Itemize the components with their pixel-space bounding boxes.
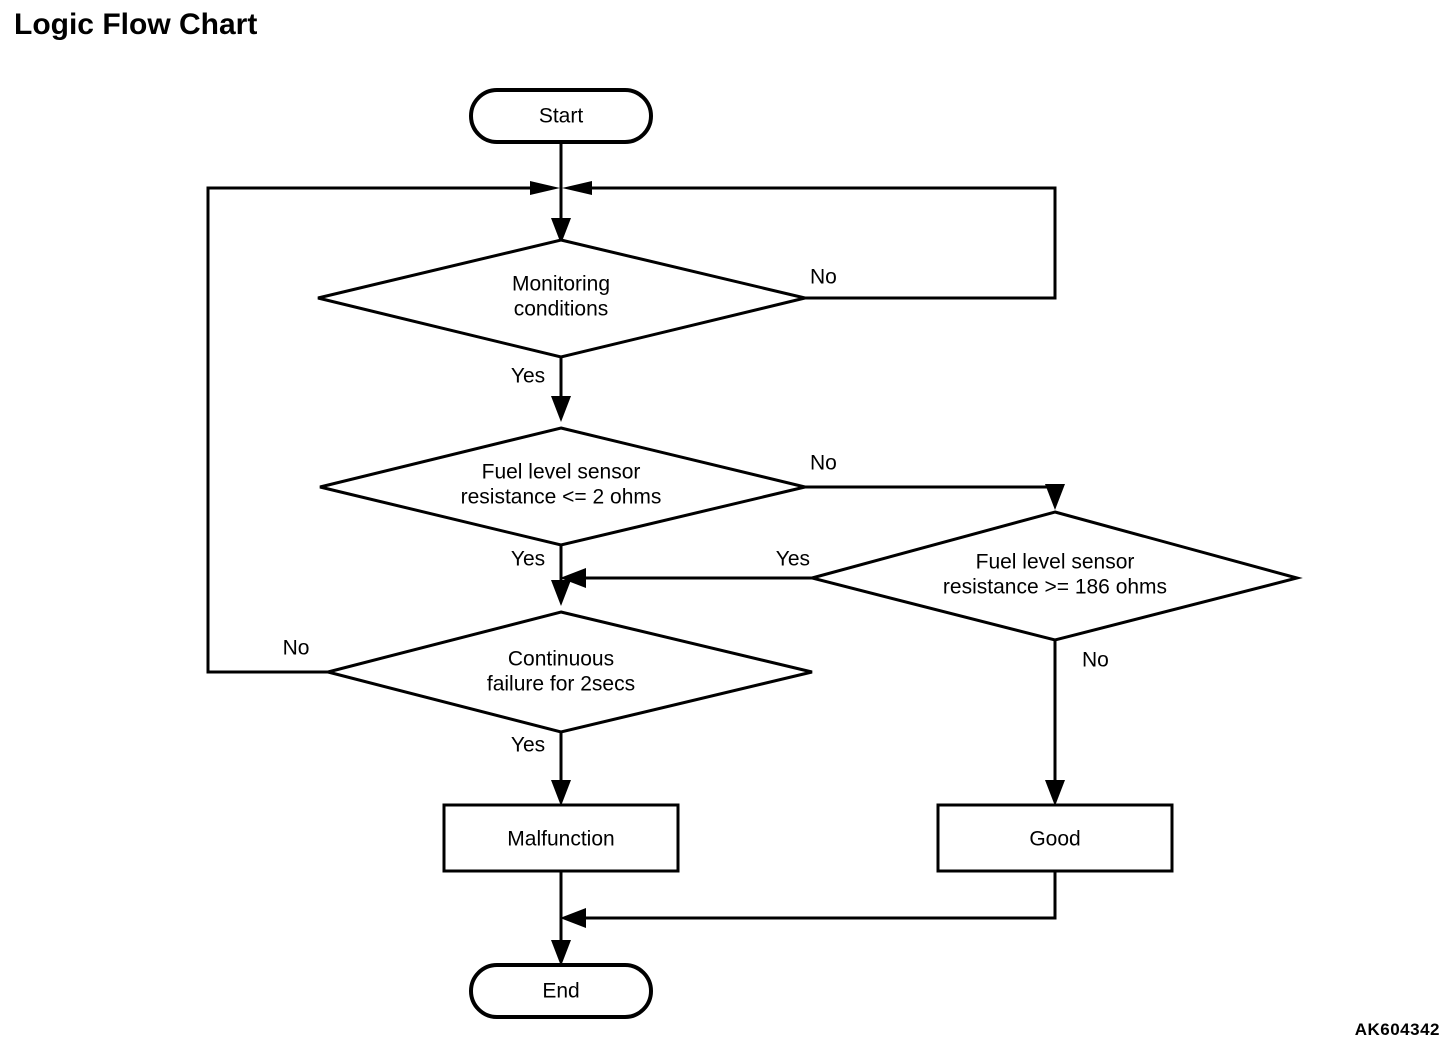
node-continuous-label-line2: failure for 2secs [487, 673, 635, 696]
node-end-label: End [542, 980, 579, 1003]
node-start[interactable] [469, 88, 653, 144]
node-start-label: Start [539, 105, 584, 128]
edge-res-low-no [805, 485, 1057, 494]
edge-label-res-high-yes: Yes [776, 548, 810, 571]
node-monitoring-label-line1: Monitoring [512, 273, 610, 296]
edge-label-continuous-no: No [283, 637, 310, 660]
edge-label-monitoring-yes: Yes [511, 365, 545, 388]
edge-continuous-no-loopback [206, 186, 543, 674]
node-monitoring-label-line2: conditions [514, 298, 609, 321]
node-malfunction-label: Malfunction [507, 828, 614, 851]
page-title: Logic Flow Chart [14, 8, 258, 41]
arrowhead-res-high-yes [560, 568, 586, 588]
node-monitoring-conditions[interactable] [317, 238, 806, 359]
arrowhead-good-merge [560, 908, 586, 928]
arrowhead-to-end [551, 940, 571, 966]
edge-good-to-end [578, 870, 1057, 920]
edge-label-res-low-yes: Yes [511, 548, 545, 571]
edge-monitoring-no-loopback [579, 186, 1057, 300]
node-continuous-label-line1: Continuous [508, 648, 614, 671]
node-end[interactable] [469, 963, 653, 1019]
edge-label-res-low-no: No [810, 452, 837, 475]
node-resistance-low-check[interactable] [319, 426, 806, 547]
arrowhead-to-monitoring [551, 218, 571, 244]
arrowhead-to-good [1045, 780, 1065, 806]
arrowhead-to-malfunction [551, 780, 571, 806]
node-good-label: Good [1029, 828, 1080, 851]
edge-label-res-high-no: No [1082, 649, 1109, 672]
node-continuous-failure-check[interactable] [327, 610, 813, 734]
node-resistance-low-label-line2: resistance <= 2 ohms [461, 486, 662, 509]
node-malfunction[interactable] [442, 803, 680, 873]
arrowhead-loopback-right [562, 181, 592, 195]
node-resistance-high-label-line2: resistance >= 186 ohms [943, 576, 1167, 599]
reference-code: AK604342 [1354, 1020, 1440, 1039]
edge-label-continuous-yes: Yes [511, 734, 545, 757]
node-resistance-high-check[interactable] [806, 510, 1303, 642]
edge-label-monitoring-no: No [810, 266, 837, 289]
arrowhead-loopback-left [530, 181, 560, 195]
node-resistance-high-label-line1: Fuel level sensor [976, 551, 1135, 574]
arrowhead-to-continuous [551, 580, 571, 606]
node-good[interactable] [936, 803, 1174, 873]
arrowhead-to-res-high [1045, 484, 1065, 510]
node-resistance-low-label-line1: Fuel level sensor [482, 461, 641, 484]
arrowhead-to-res-low [551, 396, 571, 422]
